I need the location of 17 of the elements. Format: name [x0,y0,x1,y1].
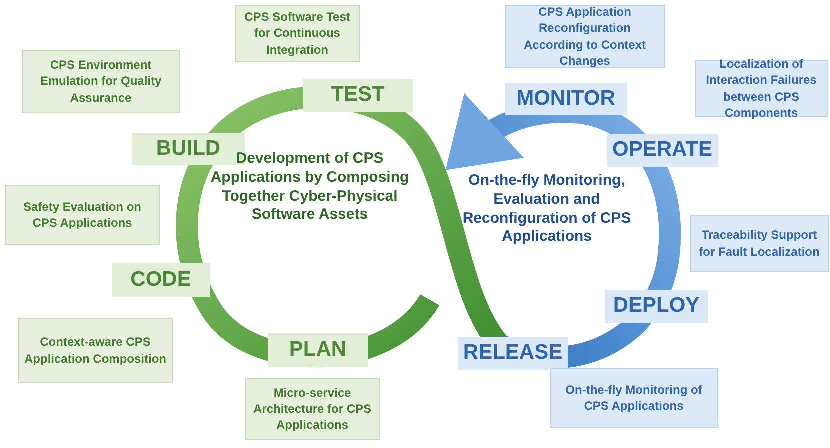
phase-label: CODE [112,263,210,297]
phase-label: TEST [303,79,413,112]
phase-label: DEPLOY [605,290,708,323]
phase-label: RELEASE [458,337,568,370]
note-card: Micro-service Architecture for CPS Applications [245,378,380,440]
note-card: CPS Environment Emulation for Quality Assurance [22,50,180,113]
center-caption: On-the-fly Monitoring, Evaluation and Reconfiguration of CPS Applications [462,172,632,247]
note-card: CPS Software Test for Continuous Integration [235,5,360,62]
note-card: Localization of Interaction Failures between CPS Components [695,60,828,117]
note-card: On-the-fly Monitoring of CPS Applications [550,368,718,428]
note-card: CPS Application Reconfiguration According to Context Changes [505,5,665,68]
note-card: Context-aware CPS Application Composition [18,318,173,383]
phase-label: OPERATE [607,134,718,167]
phase-label: MONITOR [505,83,627,115]
phase-label: PLAN [268,333,368,367]
note-card: Safety Evaluation on CPS Applications [5,185,160,245]
note-card: Traceability Support for Fault Localization [690,215,829,272]
